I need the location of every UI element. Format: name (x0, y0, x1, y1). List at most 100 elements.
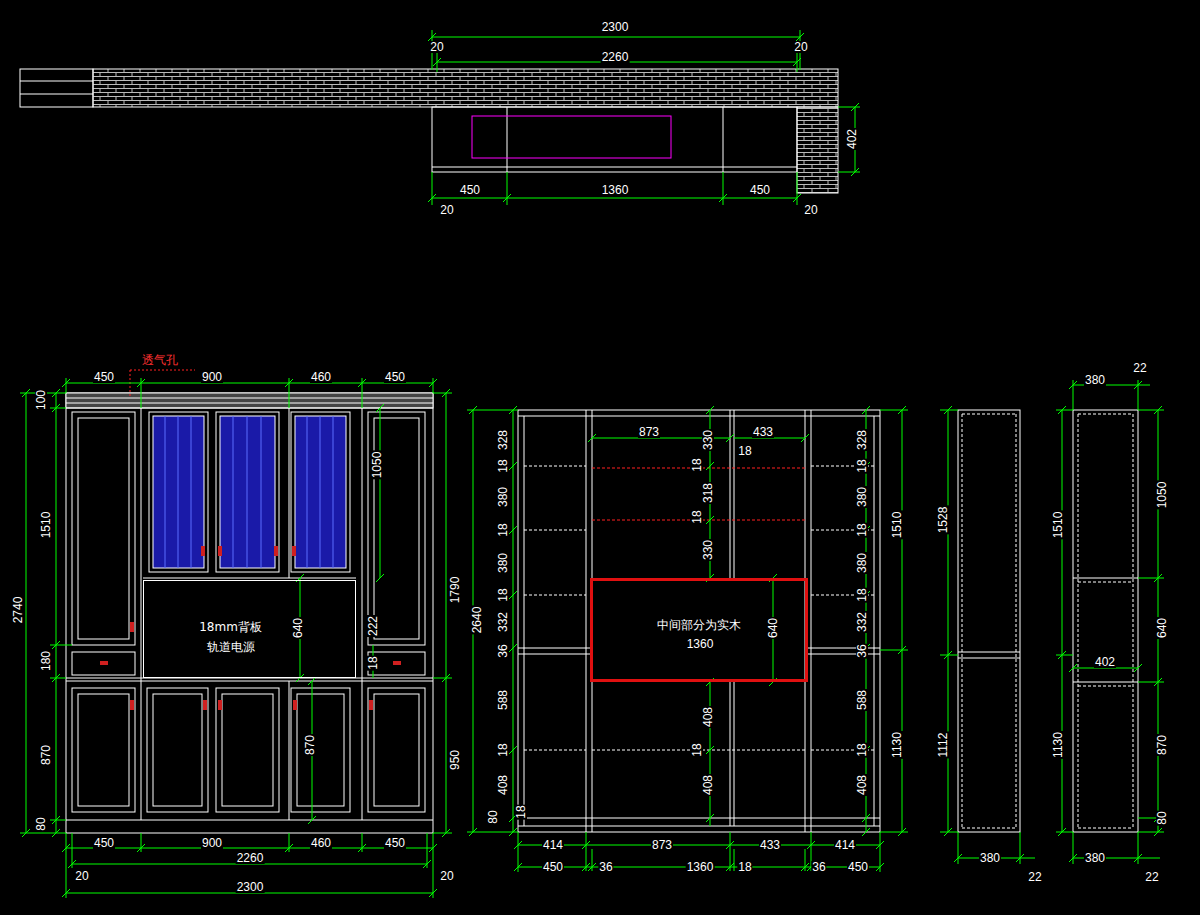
side-views (958, 410, 1138, 832)
dimension-text: 80 (35, 816, 47, 831)
panel-box: 18mm背板轨道电源 (143, 580, 356, 678)
dimension-text: 318 (702, 482, 714, 504)
dimension-text: 1360 (686, 861, 715, 873)
dimension-text: 433 (752, 426, 774, 438)
dimension-text: 2640 (471, 606, 483, 635)
dimension-text: 36 (497, 643, 509, 658)
front-dimensions (20, 378, 452, 898)
dimension-text: 22 (1027, 871, 1042, 883)
dimension-text: 450 (384, 837, 406, 849)
dimension-text: 402 (846, 128, 858, 150)
dimension-text: 588 (856, 689, 868, 711)
dimension-text: 460 (310, 837, 332, 849)
dimension-text: 2740 (12, 596, 24, 625)
dimension-text: 1528 (937, 506, 949, 535)
dimension-text: 380 (856, 552, 868, 574)
dimension-text: 380 (1084, 374, 1106, 386)
dimension-text: 36 (598, 861, 613, 873)
dimension-text: 328 (856, 429, 868, 451)
dimension-text: 332 (497, 611, 509, 633)
dimension-text: 450 (384, 371, 406, 383)
dimension-text: 870 (40, 744, 52, 766)
panel-note: 轨道电源 (205, 640, 257, 655)
dimension-text: 402 (1094, 656, 1116, 668)
dimension-text: 873 (638, 426, 660, 438)
dimension-text: 330 (702, 539, 714, 561)
dimension-text: 18 (856, 587, 868, 602)
dimension-text: 640 (767, 617, 779, 639)
dimension-text: 640 (292, 617, 304, 639)
dimension-text: 1130 (1052, 731, 1064, 759)
dimension-text: 380 (856, 486, 868, 508)
dimension-text: 1050 (371, 451, 383, 480)
dimension-text: 20 (429, 41, 444, 53)
dimension-text: 460 (310, 371, 332, 383)
dimension-text: 18 (737, 445, 752, 457)
dimension-text: 414 (542, 839, 564, 851)
dimension-text: 20 (803, 204, 818, 216)
dimension-text: 328 (497, 429, 509, 451)
dimension-text: 2260 (236, 852, 265, 864)
dimension-text: 640 (1156, 617, 1168, 639)
dimension-text: 18 (515, 804, 527, 819)
dimension-text: 332 (856, 611, 868, 633)
plan-dimensions (428, 30, 860, 205)
dimension-text: 408 (702, 706, 714, 728)
dimension-text: 330 (702, 429, 714, 451)
dimension-text: 450 (459, 184, 481, 196)
dimension-text: 414 (834, 839, 856, 851)
dimension-text: 180 (40, 650, 52, 672)
dimension-text: 588 (497, 689, 509, 711)
dimension-text: 870 (1156, 734, 1168, 756)
front-elevation (66, 393, 433, 833)
dimension-text: 1510 (1052, 511, 1064, 540)
dimension-text: 1130 (891, 731, 903, 759)
dimension-text: 450 (93, 837, 115, 849)
dimension-text: 408 (856, 774, 868, 796)
dimension-text: 380 (979, 852, 1001, 864)
dimension-text: 18 (367, 655, 379, 670)
dimension-text: 20 (439, 870, 454, 882)
panel-note: 中间部分为实木 (655, 618, 743, 633)
dimension-text: 450 (749, 184, 771, 196)
dimension-text: 18 (691, 509, 703, 524)
dimension-text: 1050 (1156, 481, 1168, 510)
dimension-text: 450 (847, 861, 869, 873)
dimension-text: 450 (93, 371, 115, 383)
door-handles (100, 546, 401, 710)
dimension-text: 1360 (601, 184, 630, 196)
dimension-text: 900 (201, 371, 223, 383)
dimension-text: 18 (856, 522, 868, 537)
dimension-text: 1510 (40, 511, 52, 540)
dimension-text: 80 (487, 809, 499, 824)
dimension-text: 2260 (601, 51, 630, 63)
dimension-text: 20 (793, 41, 808, 53)
dimension-text: 18 (497, 742, 509, 757)
dimension-text: 222 (367, 615, 379, 637)
dimension-text: 36 (856, 643, 868, 658)
dimension-text: 22 (1144, 871, 1159, 883)
dimension-text: 408 (497, 774, 509, 796)
dimension-text: 870 (304, 734, 316, 756)
dimension-text: 20 (439, 204, 454, 216)
dimension-text: 380 (497, 486, 509, 508)
dimension-text: 20 (74, 870, 89, 882)
dimension-text: 1112 (937, 732, 949, 759)
dimension-text: 18 (737, 861, 752, 873)
side-dimensions (940, 380, 1164, 864)
dimension-text: 1790 (449, 576, 461, 605)
vent-note: 透气孔 (141, 354, 179, 366)
dimension-text: 18 (856, 458, 868, 473)
dimension-text: 408 (702, 774, 714, 796)
dimension-text: 1360 (686, 638, 715, 650)
dimension-text: 433 (759, 839, 781, 851)
dimension-text: 380 (1084, 852, 1106, 864)
dimension-text: 18 (497, 587, 509, 602)
dimension-text: 1510 (891, 511, 903, 540)
dimension-text: 900 (201, 837, 223, 849)
dimension-text: 100 (35, 389, 47, 411)
dimension-text: 18 (856, 742, 868, 757)
dimension-text: 18 (497, 522, 509, 537)
dimension-text: 2300 (236, 881, 265, 893)
